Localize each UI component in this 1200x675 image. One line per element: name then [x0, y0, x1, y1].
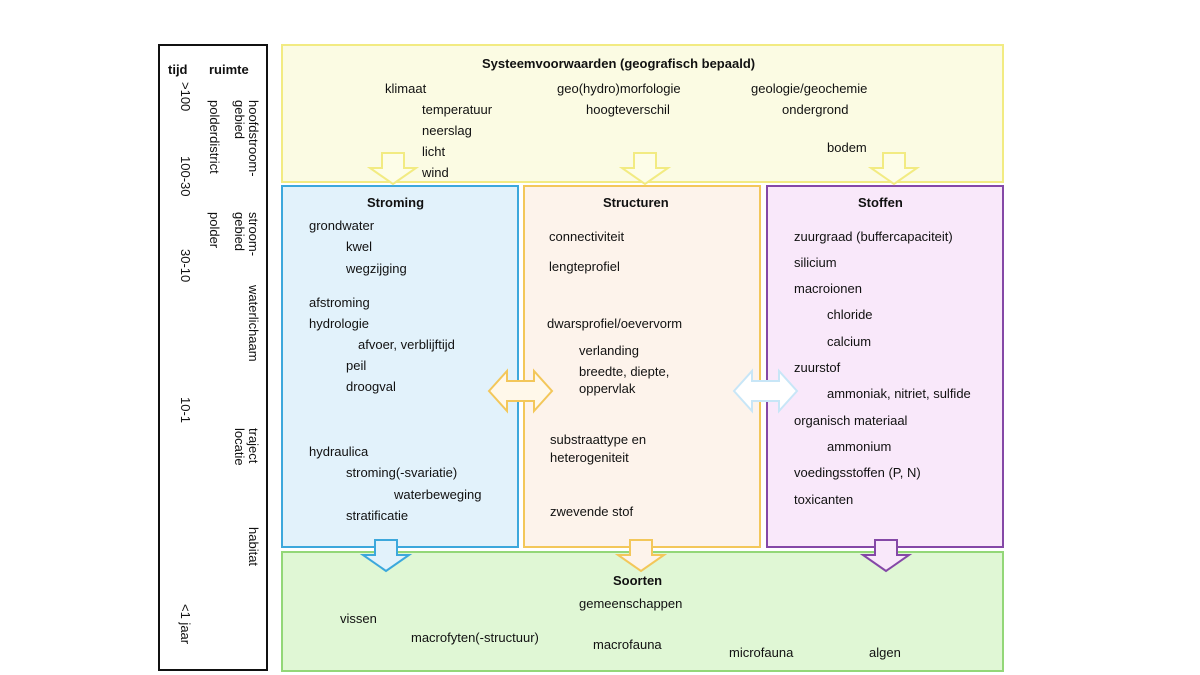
systeem-item: neerslag — [422, 123, 472, 138]
structuren-item: lengteprofiel — [549, 259, 620, 274]
stoffen-item: voedingsstoffen (P, N) — [794, 465, 921, 480]
structuren-item: breedte, diepte, — [579, 364, 670, 379]
structuren-item: verlanding — [579, 343, 639, 358]
structuren-item: substraattype en — [550, 432, 647, 447]
down-arrow-icon — [614, 539, 668, 573]
ruimte-label: polder — [207, 212, 222, 249]
ruimte-label: gebied — [232, 100, 247, 140]
systeemvoorwaarden-title: Systeemvoorwaarden (geografisch bepaald) — [482, 56, 756, 71]
ruimte-label: polderdistrict — [207, 100, 222, 174]
double-arrow-icon — [732, 368, 799, 414]
stroming-item: stratificatie — [346, 508, 409, 523]
soorten-item: gemeenschappen — [579, 596, 683, 611]
stoffen-item: ammoniak, nitriet, sulfide — [827, 386, 971, 401]
systeem-item: ondergrond — [782, 102, 849, 117]
stroming-item: hydrologie — [309, 316, 369, 331]
soorten-item: algen — [869, 645, 901, 660]
stroming-item: afstroming — [309, 295, 370, 310]
down-arrow-icon — [366, 152, 420, 186]
scale-axis-panel — [158, 44, 268, 671]
systeem-item: hoogteverschil — [586, 102, 670, 117]
stoffen-item: zuurstof — [794, 360, 841, 375]
tijd-label: >100 — [178, 82, 193, 112]
structuren-item: dwarsprofiel/oevervorm — [547, 316, 683, 331]
stroming-item: wegzijging — [346, 261, 407, 276]
systeem-item: wind — [422, 165, 449, 180]
soorten-item: macrofauna — [593, 637, 662, 652]
structuren-item: oppervlak — [579, 381, 636, 396]
down-arrow-icon — [867, 152, 921, 186]
tijd-label: 10-1 — [178, 397, 193, 424]
ruimte-header: ruimte — [209, 62, 249, 77]
down-arrow-icon — [618, 152, 672, 186]
ruimte-label: locatie — [232, 428, 247, 466]
tijd-label: 30-10 — [178, 249, 193, 283]
down-arrow-icon — [359, 539, 413, 573]
stroming-item: kwel — [346, 239, 373, 254]
stoffen-item: calcium — [827, 334, 872, 349]
ruimte-label: hoofdstroom- — [246, 100, 261, 177]
stoffen-box — [766, 185, 1004, 548]
stoffen-item: silicium — [794, 255, 837, 270]
structuren-title: Structuren — [603, 195, 669, 210]
soorten-item: microfauna — [729, 645, 794, 660]
soorten-title: Soorten — [613, 573, 663, 588]
structuren-item: heterogeniteit — [550, 450, 629, 465]
stroming-item: afvoer, verblijftijd — [358, 337, 455, 352]
stroming-box — [281, 185, 519, 548]
structuren-item: connectiviteit — [549, 229, 625, 244]
ruimte-label: waterlichaam — [246, 285, 261, 362]
stoffen-item: chloride — [827, 307, 873, 322]
stroming-item: waterbeweging — [394, 487, 482, 502]
systeem-item: temperatuur — [422, 102, 493, 117]
ruimte-label: gebied — [232, 212, 247, 252]
stroming-item: peil — [346, 358, 367, 373]
stroming-item: stroming(-svariatie) — [346, 465, 458, 480]
double-arrow-icon — [487, 368, 554, 414]
systeem-item: klimaat — [385, 81, 427, 96]
tijd-header: tijd — [168, 62, 188, 77]
ruimte-label: stroom- — [246, 212, 261, 257]
stoffen-item: macroionen — [794, 281, 862, 296]
stroming-title: Stroming — [367, 195, 425, 210]
structuren-item: zwevende stof — [550, 504, 634, 519]
down-arrow-icon — [859, 539, 913, 573]
ruimte-label: traject — [246, 428, 261, 464]
tijd-label: <1 jaar — [178, 604, 193, 645]
stroming-item: grondwater — [309, 218, 375, 233]
tijd-label: 100-30 — [178, 156, 193, 197]
ruimte-label: habitat — [246, 527, 261, 567]
stoffen-item: ammonium — [827, 439, 892, 454]
systeem-item: geologie/geochemie — [751, 81, 868, 96]
stoffen-item: toxicanten — [794, 492, 854, 507]
systeem-item: licht — [422, 144, 446, 159]
stroming-item: hydraulica — [309, 444, 369, 459]
stoffen-item: zuurgraad (buffercapaciteit) — [794, 229, 953, 244]
soorten-item: macrofyten(-structuur) — [411, 630, 539, 645]
systeem-item: geo(hydro)morfologie — [557, 81, 681, 96]
stoffen-item: organisch materiaal — [794, 413, 908, 428]
stroming-item: droogval — [346, 379, 396, 394]
soorten-item: vissen — [340, 611, 377, 626]
systeem-item: bodem — [827, 140, 867, 155]
stoffen-title: Stoffen — [858, 195, 903, 210]
